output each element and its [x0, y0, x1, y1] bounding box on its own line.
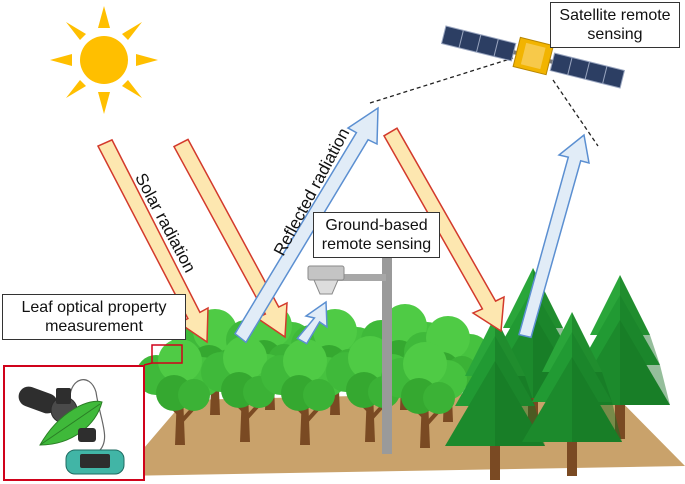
ground-sensor-icon — [307, 258, 392, 454]
satellite-view-line — [552, 79, 599, 147]
ground-sensing-label: Ground-based remote sensing — [313, 212, 440, 258]
satellite-icon — [440, 25, 626, 89]
leaf-meter-icon — [18, 379, 125, 475]
satellite-view-line — [369, 57, 514, 104]
satellite-label: Satellite remote sensing — [550, 2, 680, 48]
solar-radiation-arrows — [96, 127, 505, 344]
sun-icon — [50, 6, 158, 114]
leaf-measurement-label: Leaf optical property measurement — [2, 294, 186, 340]
reflected-radiation-arrows — [234, 106, 590, 345]
